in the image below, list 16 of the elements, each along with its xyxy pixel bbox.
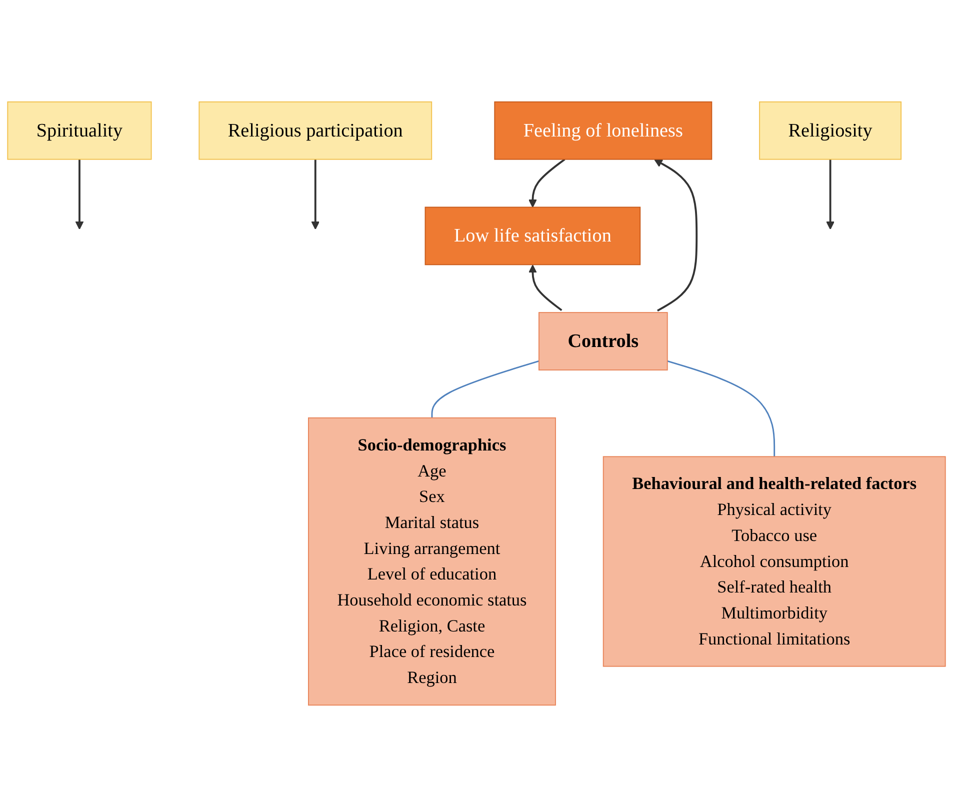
node-box: Behavioural and health-related factors Physical activity Tobacco use Alcohol consumption Self-rated health Multimorbidity Functional limitations: [602, 456, 946, 667]
arrow: [654, 159, 698, 312]
node-box: Religious participation: [198, 101, 432, 160]
arrow: [826, 159, 835, 230]
arrow: [311, 159, 320, 230]
arrow: [75, 159, 84, 230]
node-box: Low life satisfaction: [424, 206, 641, 266]
node-box: Spirituality: [7, 101, 152, 160]
arrow: [528, 264, 562, 312]
arrow: [528, 158, 566, 208]
node-box: Controls: [538, 312, 668, 370]
node-box: Religiosity: [759, 101, 902, 160]
connector: [667, 360, 776, 457]
connector: [431, 360, 540, 418]
node-box: Feeling of loneliness: [494, 101, 712, 160]
node-box: Socio-demographics Age Sex Marital status Living arrangement Level of education Household economic status Religion, Caste Place of residence Region: [308, 417, 556, 706]
